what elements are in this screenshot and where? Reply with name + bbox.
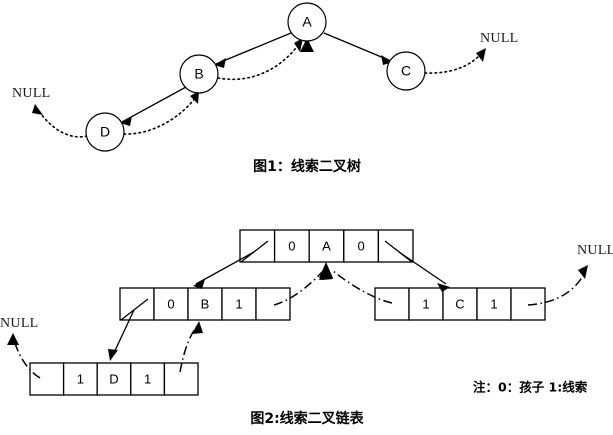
tree-null-label-right: NULL bbox=[480, 31, 519, 46]
tree-thread-c-null-arrowhead bbox=[476, 48, 486, 62]
tree-figure: A B C D NULL NULL 图1：线索二叉树 bbox=[12, 2, 519, 175]
tree-caption: 图1：线索二叉树 bbox=[253, 158, 361, 175]
list-node-b-cell-0[interactable] bbox=[119, 287, 155, 321]
tree-thread-d-b-arrowhead bbox=[190, 91, 199, 104]
tree-node-a-incoming-arrowhead bbox=[300, 38, 314, 52]
tree-node-d-label: D bbox=[100, 124, 110, 140]
list-node-a-cell-4[interactable] bbox=[377, 229, 414, 263]
tree-null-label-left: NULL bbox=[12, 86, 51, 101]
list-node-d[interactable]: 1 D 1 bbox=[29, 362, 199, 396]
list-node-a-value-3: 0 bbox=[357, 238, 364, 253]
linked-list-figure: 0 A 0 0 B 1 bbox=[0, 229, 613, 427]
tree-node-a[interactable] bbox=[287, 2, 327, 42]
list-node-a-value-1: 0 bbox=[288, 238, 295, 253]
list-node-c-cell-3[interactable] bbox=[476, 287, 512, 321]
list-pointer-b-left-to-d bbox=[111, 309, 135, 358]
tree-thread-edges bbox=[32, 38, 486, 138]
list-thread-c-right-to-null-arrowhead bbox=[578, 265, 588, 279]
list-null-label-left: NULL bbox=[0, 316, 39, 331]
list-thread-pointers bbox=[7, 265, 588, 379]
tree-node-a-label: A bbox=[302, 14, 312, 30]
tree-node-c-label: C bbox=[401, 63, 411, 79]
tree-edge-a-b bbox=[215, 32, 292, 65]
list-node-c-cell-1[interactable] bbox=[408, 287, 444, 321]
list-node-a-left-pointer-slash bbox=[240, 240, 269, 263]
list-node-d-cell-2[interactable] bbox=[96, 362, 132, 396]
list-node-a-cell-2[interactable] bbox=[308, 229, 345, 263]
tree-edge-a-c bbox=[323, 32, 392, 62]
list-node-d-cell-1[interactable] bbox=[62, 362, 98, 396]
list-pointer-a-left-to-b-arrowhead bbox=[193, 279, 205, 289]
tree-thread-d-null-arrowhead bbox=[32, 104, 43, 115]
tree-thread-d-b bbox=[123, 96, 197, 135]
list-node-c-value-3: 1 bbox=[490, 296, 497, 311]
list-node-b-left-pointer-slash bbox=[120, 298, 149, 321]
linked-list-caption: 图2:线索二叉链表 bbox=[250, 410, 364, 427]
list-node-c[interactable]: 1 C 1 bbox=[374, 287, 546, 321]
tree-thread-c-null bbox=[424, 53, 482, 74]
tree-node-d[interactable] bbox=[85, 112, 125, 152]
list-node-b-value-1: 0 bbox=[167, 296, 174, 311]
tree-node-b[interactable] bbox=[179, 54, 219, 94]
list-node-c-cell-2[interactable] bbox=[442, 287, 478, 321]
tree-node-c[interactable] bbox=[386, 51, 426, 91]
list-pointer-a-left-to-b bbox=[195, 251, 255, 285]
list-null-label-right: NULL bbox=[577, 243, 613, 258]
list-node-d-cell-3[interactable] bbox=[130, 362, 166, 396]
list-thread-d-right-to-b bbox=[179, 325, 198, 373]
list-node-b-value-2: B bbox=[201, 296, 210, 311]
list-thread-c-left-to-a bbox=[331, 269, 393, 304]
list-node-d-value-1: 1 bbox=[77, 371, 84, 386]
list-node-b[interactable]: 0 B 1 bbox=[119, 287, 291, 321]
tree-edge-a-b-arrowhead bbox=[214, 58, 226, 68]
list-node-a-cell-3[interactable] bbox=[343, 229, 380, 263]
legend-note: 注：0：孩子 1:线索 bbox=[473, 380, 588, 395]
list-node-d-value-3: 1 bbox=[144, 371, 151, 386]
list-pointer-a-right-to-c bbox=[398, 251, 447, 285]
list-node-a-value-2: A bbox=[322, 238, 331, 253]
list-pointer-a-right-to-c-arrowhead bbox=[437, 283, 450, 292]
tree-thread-d-null bbox=[37, 109, 88, 138]
list-node-c-cell-4[interactable] bbox=[510, 287, 546, 321]
list-node-a-cell-1[interactable] bbox=[273, 229, 310, 263]
list-node-d-value-2: D bbox=[109, 371, 118, 386]
tree-edge-b-d bbox=[121, 86, 187, 123]
list-node-b-cell-1[interactable] bbox=[153, 287, 189, 321]
list-node-c-value-1: 1 bbox=[422, 296, 429, 311]
list-thread-c-right-to-null bbox=[527, 271, 586, 306]
tree-node-b-label: B bbox=[194, 66, 203, 82]
list-node-b-cell-4[interactable] bbox=[255, 287, 291, 321]
tree-nodes: A B C D bbox=[85, 2, 426, 152]
tree-edge-b-d-arrowhead bbox=[120, 116, 132, 126]
list-node-b-cell-3[interactable] bbox=[221, 287, 257, 321]
tree-thread-b-a-arrowhead bbox=[294, 38, 303, 52]
tree-child-edges bbox=[120, 32, 393, 126]
list-node-b-value-3: 1 bbox=[235, 296, 242, 311]
list-thread-d-right-to-b-arrowhead bbox=[192, 321, 203, 334]
list-thread-d-left-to-null-arrowhead bbox=[7, 333, 19, 345]
list-node-c-value-2: C bbox=[455, 296, 464, 311]
list-node-d-cell-0[interactable] bbox=[29, 362, 65, 396]
list-pointer-b-left-to-d-arrowhead bbox=[108, 349, 118, 361]
list-node-a[interactable]: 0 A 0 bbox=[239, 229, 414, 263]
list-node-a-incoming-arrowhead bbox=[319, 262, 333, 278]
tree-thread-b-a bbox=[217, 43, 300, 81]
list-child-pointers bbox=[108, 251, 450, 361]
list-node-c-cell-0[interactable] bbox=[374, 287, 410, 321]
list-thread-b-right-to-a bbox=[273, 271, 323, 306]
